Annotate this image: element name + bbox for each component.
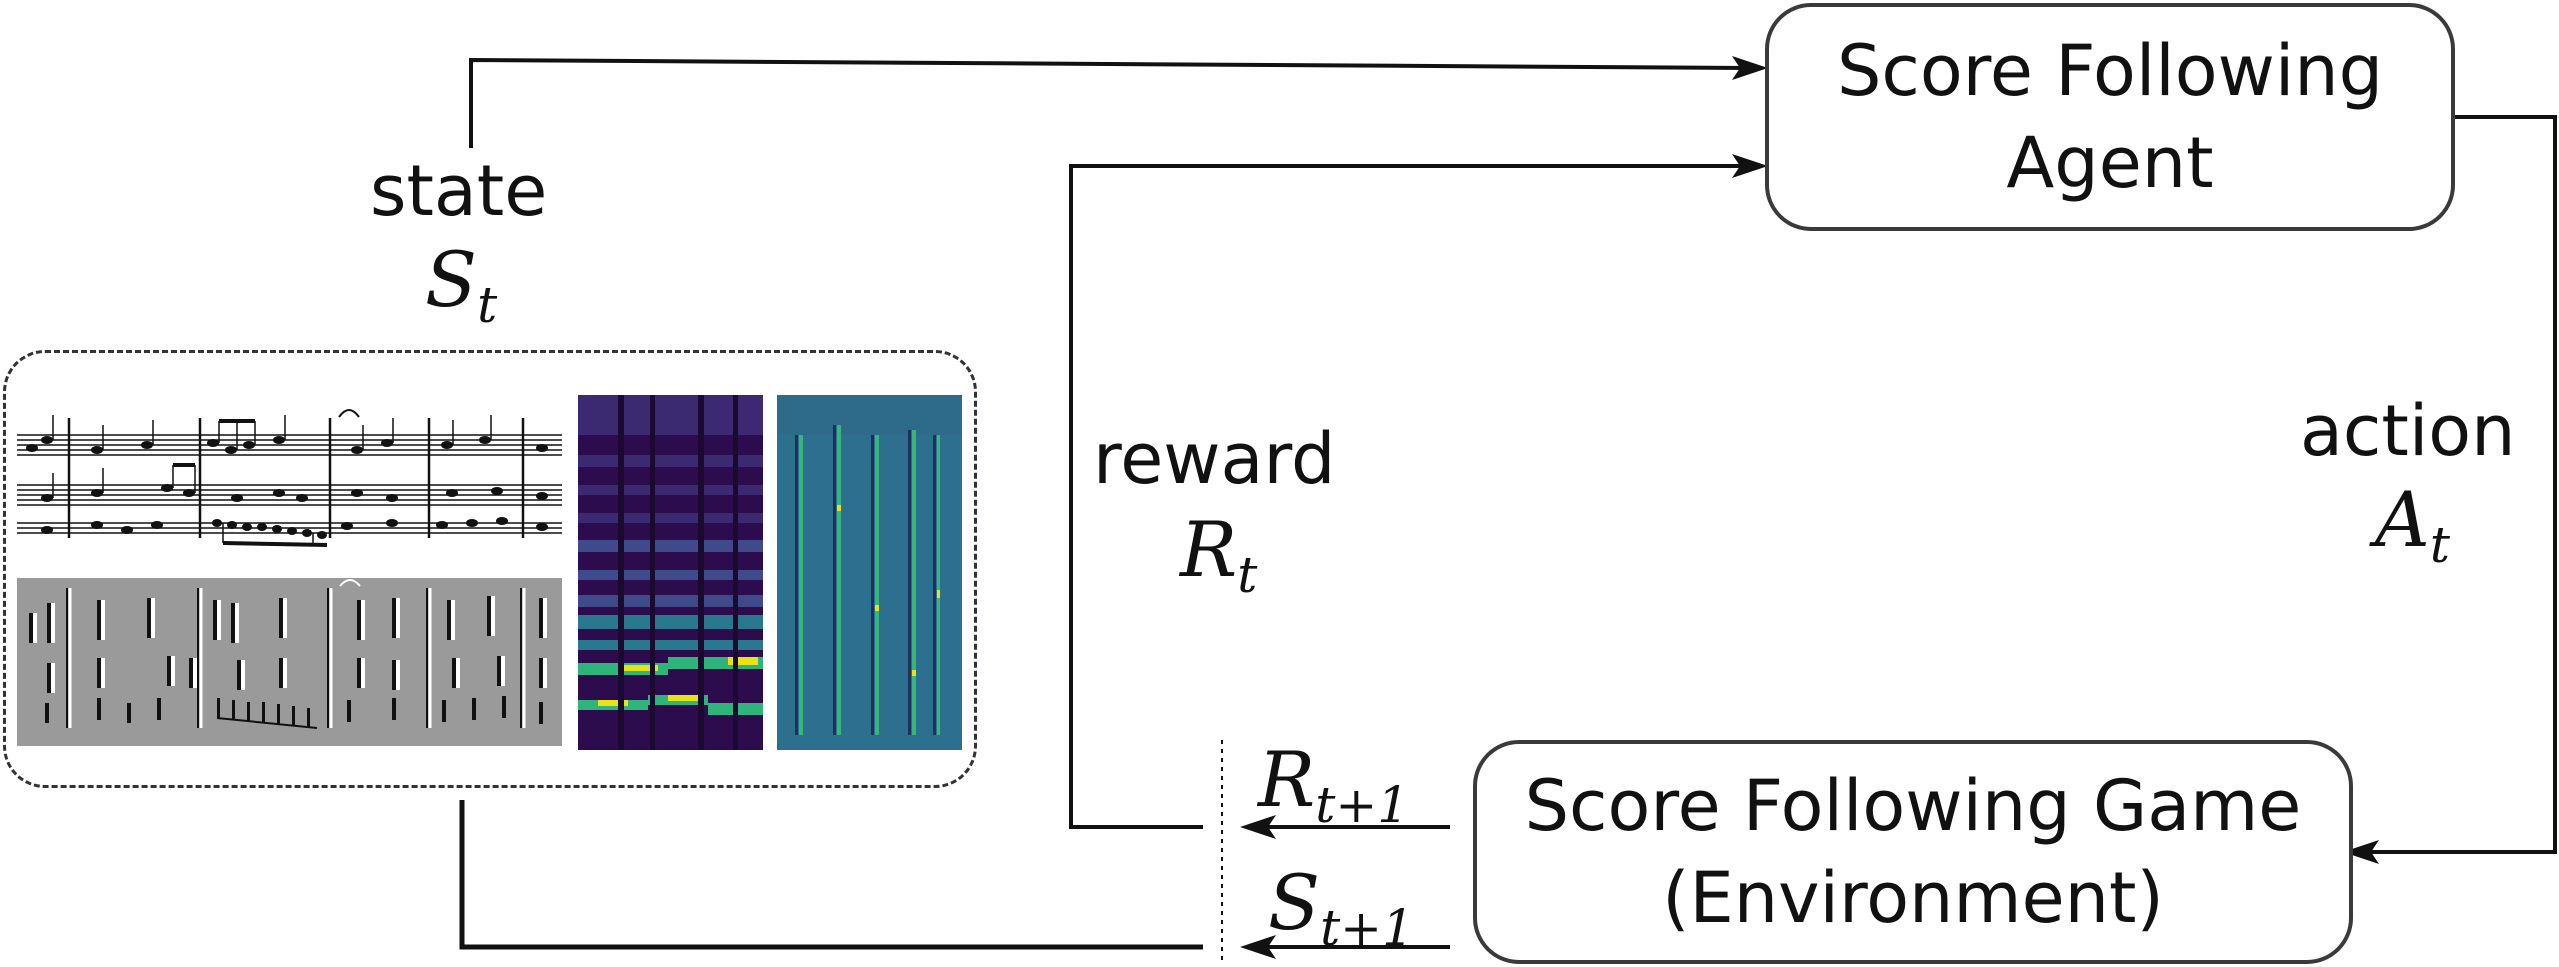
action-arrow — [2360, 115, 2557, 854]
action-word: action — [2300, 390, 2516, 472]
spectrogram-image — [578, 395, 763, 750]
agent-box-line2: Agent — [2006, 122, 2214, 204]
reward-symbol: Rt — [1180, 505, 1258, 604]
sheet-music-image — [17, 393, 562, 553]
action-symbol: At — [2375, 475, 2450, 574]
action-arrowhead — [2343, 840, 2379, 864]
next-reward-symbol: Rt+1 — [1258, 735, 1410, 834]
reward-to-agent-arrow — [1069, 164, 1748, 829]
state-arrowhead — [1732, 56, 1768, 80]
state-to-agent-arrow — [469, 57, 1749, 148]
reward-arrowhead — [1732, 154, 1768, 178]
next-state-feedback-line — [459, 800, 1203, 950]
state-observation-box — [3, 350, 977, 788]
state-symbol: St — [425, 235, 498, 334]
environment-box-line2: (Environment) — [1662, 857, 2164, 939]
next-state-arrowhead — [1240, 935, 1276, 959]
spectrogram-difference-image — [777, 395, 962, 750]
next-state-symbol: St+1 — [1268, 858, 1414, 957]
agent-box-line1: Score Following — [1836, 30, 2384, 112]
environment-box: Score Following Game (Environment) — [1473, 740, 2353, 964]
agent-box: Score Following Agent — [1765, 3, 2455, 231]
reward-word: reward — [1093, 418, 1336, 500]
sheet-music-difference-image — [17, 578, 562, 746]
state-word: state — [370, 150, 548, 232]
environment-box-line1: Score Following Game — [1524, 765, 2302, 847]
next-reward-arrowhead — [1240, 815, 1276, 839]
